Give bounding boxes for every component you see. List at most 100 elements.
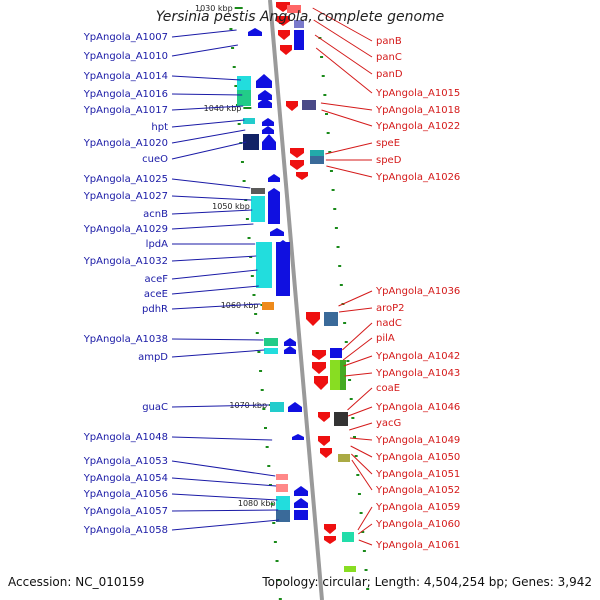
left-gene-label: YpAngola_A1038 [83,334,168,345]
left-label-leader-line [171,460,276,477]
minor-tick [323,94,327,96]
minor-tick [278,598,282,600]
gene-block [270,402,284,412]
minor-tick [254,313,258,315]
minor-tick [229,28,233,30]
kbp-tick-label: 1050 kbp [212,202,250,211]
forward-gene-arrow [262,134,276,150]
minor-tick [329,170,333,172]
right-gene-label: YpAngola_A1022 [375,121,460,132]
left-gene-label: hpt [151,122,168,133]
gene-block [276,242,290,296]
left-label-leader-line [171,349,265,358]
reverse-gene-arrow [312,350,326,360]
right-label-leader-line [321,109,373,127]
minor-tick [344,341,348,343]
left-label-leader-line [171,105,244,111]
right-label-leader-line [342,337,373,361]
gene-block [276,484,288,492]
left-label-leader-line [171,141,247,160]
gene-block [294,20,304,28]
left-gene-label: YpAngola_A1016 [83,89,168,100]
reverse-gene-arrow [296,172,308,180]
minor-tick [359,512,363,514]
left-label-leader-line [171,493,278,501]
right-gene-label: YpAngola_A1043 [375,368,460,379]
minor-tick [336,246,340,248]
reverse-gene-arrow [312,362,326,374]
gene-block [340,360,346,390]
minor-tick [262,408,266,410]
left-gene-label: YpAngola_A1007 [83,32,168,43]
right-label-leader-line [326,165,373,178]
left-label-leader-line [171,195,252,201]
gene-block [310,150,324,156]
right-label-leader-line [314,34,373,75]
forward-gene-arrow [262,126,274,134]
minor-tick [357,493,361,495]
gene-block [287,5,301,13]
left-gene-label: aceF [144,274,168,285]
right-gene-label: YpAngola_A1046 [375,402,460,413]
forward-gene-arrow [268,188,280,196]
minor-tick [270,503,274,505]
right-gene-label: YpAngola_A1015 [375,88,460,99]
right-label-leader-line [347,406,373,417]
reverse-gene-arrow [290,160,304,170]
minor-tick [250,275,254,277]
minor-tick [257,351,261,353]
left-label-leader-line [171,129,246,144]
gene-block [302,100,316,110]
left-gene-label: YpAngola_A1025 [83,174,168,185]
left-gene-label: pdhR [142,304,168,315]
minor-tick [260,389,264,391]
minor-tick [267,465,271,467]
forward-gene-arrow [270,228,284,236]
right-label-leader-line [325,142,373,155]
gene-block [330,348,342,358]
left-label-leader-line [171,75,241,81]
minor-tick [348,379,352,381]
forward-gene-arrow [276,240,290,250]
gene-block [338,454,350,462]
minor-tick [333,208,337,210]
kbp-tick-label: 1030 kbp [195,4,233,13]
right-gene-label: pilA [376,333,395,344]
forward-gene-arrow [256,74,272,88]
left-label-leader-line [171,338,264,341]
reverse-gene-arrow [318,436,330,446]
genome-backbone [268,0,324,600]
right-label-leader-line [357,523,373,535]
minor-tick [328,151,332,153]
left-label-leader-line [171,209,253,215]
left-label-leader-line [171,178,251,189]
reverse-gene-arrow [290,148,304,158]
gene-block [294,510,308,520]
reverse-gene-arrow [324,536,336,544]
left-label-leader-line [171,509,279,512]
gene-features-layer [237,2,356,572]
forward-gene-arrow [284,346,296,354]
forward-gene-arrow [288,402,302,412]
forward-gene-arrow [292,434,304,440]
minor-tick [331,189,335,191]
minor-tick [338,265,342,267]
right-gene-label: YpAngola_A1049 [375,435,460,446]
right-label-leader-line [351,459,373,491]
left-gene-label: YpAngola_A1053 [83,456,168,467]
left-gene-label: YpAngola_A1014 [83,71,168,82]
gene-block [237,90,251,106]
minor-tick [354,455,358,457]
right-gene-label: YpAngola_A1060 [375,519,460,530]
right-label-leader-line [320,102,373,111]
right-label-leader-line [358,539,373,546]
minor-tick [277,579,281,581]
right-gene-label: YpAngola_A1051 [375,469,460,480]
minor-tick [240,161,244,163]
minor-tick [259,370,263,372]
right-label-leader-line [350,453,373,475]
minor-tick [343,322,347,324]
right-gene-label: YpAngola_A1059 [375,502,460,513]
left-gene-label: YpAngola_A1017 [83,105,168,116]
